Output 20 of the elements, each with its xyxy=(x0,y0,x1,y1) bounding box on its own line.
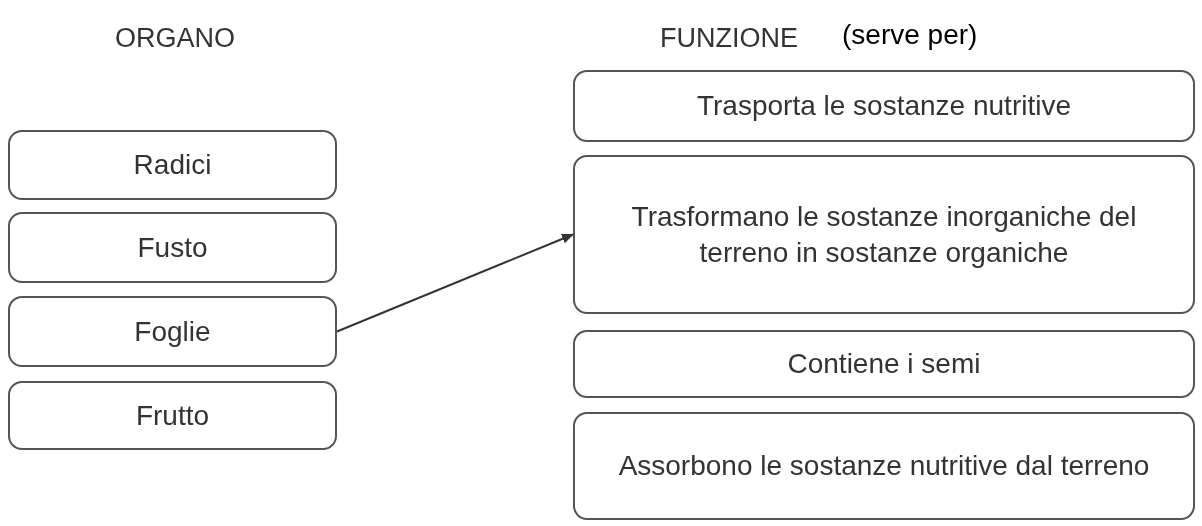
rounded-box xyxy=(8,296,337,367)
column-heading: FUNZIONE xyxy=(660,22,798,55)
arrow xyxy=(336,233,574,333)
box-text: Radici xyxy=(133,148,212,182)
rounded-box xyxy=(573,412,1195,520)
box-text: Contiene i semi xyxy=(787,347,981,381)
rounded-box xyxy=(573,70,1195,142)
column-heading: ORGANO xyxy=(115,22,235,55)
rounded-box xyxy=(8,130,337,200)
rounded-box xyxy=(8,212,337,283)
rounded-box xyxy=(8,381,337,450)
box-text: Trasporta le sostanze nutritive xyxy=(697,89,1071,123)
column-heading: (serve per) xyxy=(842,18,978,52)
box-text: Foglie xyxy=(134,314,211,349)
box-text: Fusto xyxy=(137,230,208,265)
box-text: Trasformano le sostanze inorganiche del terreno in sostanze organiche xyxy=(630,199,1138,270)
rounded-box xyxy=(573,155,1195,314)
box-text: Assorbono le sostanze nutritive dal terreno xyxy=(618,449,1150,483)
box-text: Frutto xyxy=(135,398,210,433)
rounded-box xyxy=(573,330,1195,398)
